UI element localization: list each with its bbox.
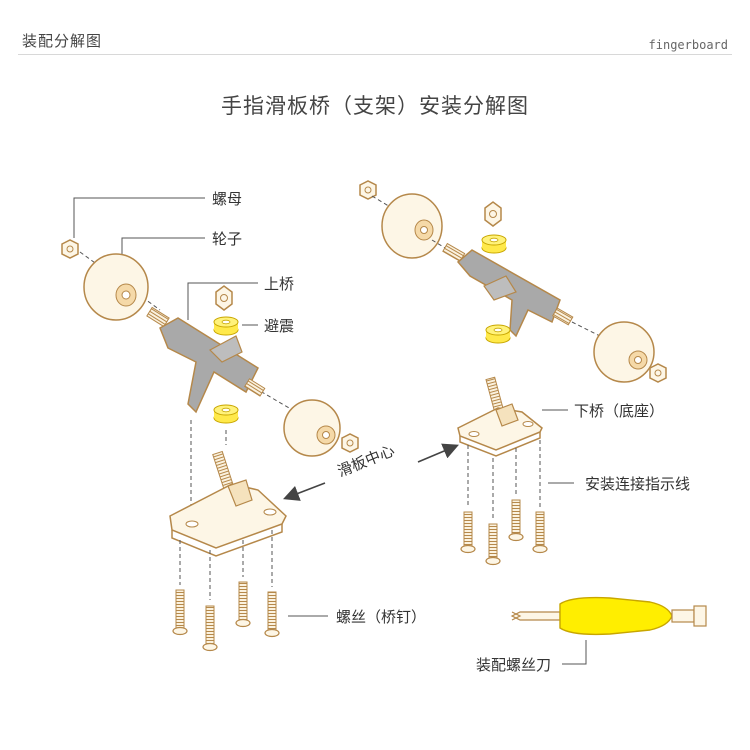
wheel-leader-line [121,237,205,255]
bushing-icon [481,234,507,254]
nut-icon [341,433,359,453]
wheel-icon [381,193,443,259]
label-nut: 螺母 [212,190,243,208]
hanger-leader-line [187,282,258,320]
label-baseplate: 下桥（底座） [574,402,665,420]
kingpin-nut-icon [484,201,502,227]
nut-leader-line [73,197,205,238]
screw-icon [532,511,548,554]
label-screws: 螺丝（桥钉） [336,608,427,626]
label-guide-lines: 安装连接指示线 [585,475,691,493]
bushing-icon [213,404,239,424]
screw-icon [460,511,476,554]
header-title: 装配分解图 [22,32,103,50]
label-bushing: 避震 [264,317,295,335]
screw-icon [235,581,251,628]
hanger-icon [442,242,574,338]
screw-icon [264,591,280,638]
board-center-arrow-right [417,443,459,463]
wheel-icon [593,321,655,383]
left-truck [61,197,359,652]
bushing-icon [485,324,511,344]
nut-icon [649,363,667,383]
baseplate-icon [457,376,543,457]
screw-icon [508,499,524,542]
kingpin-nut-icon [215,285,233,311]
baseplate-icon [169,450,287,557]
screw-icon [485,523,501,566]
right-truck [359,180,667,566]
screwdriver-icon [510,596,707,636]
hanger-icon [146,306,266,414]
screw-icon [202,605,218,652]
board-center-arrow-left [283,482,326,501]
screw-icon [172,589,188,636]
wheel-icon [83,253,149,321]
diagram-title: 手指滑板桥（支架）安装分解图 [221,94,529,118]
bushing-icon [213,316,239,336]
nut-icon [359,180,377,200]
screwdriver-leader-line [562,640,587,665]
label-wheel: 轮子 [212,230,243,248]
wheel-icon [283,399,341,457]
label-screwdriver: 装配螺丝刀 [476,656,552,674]
axle-guide-line [571,321,601,337]
nut-icon [61,239,79,259]
label-hanger: 上桥 [264,275,295,293]
header-brand: fingerboard [648,38,728,52]
header-divider [18,54,732,55]
